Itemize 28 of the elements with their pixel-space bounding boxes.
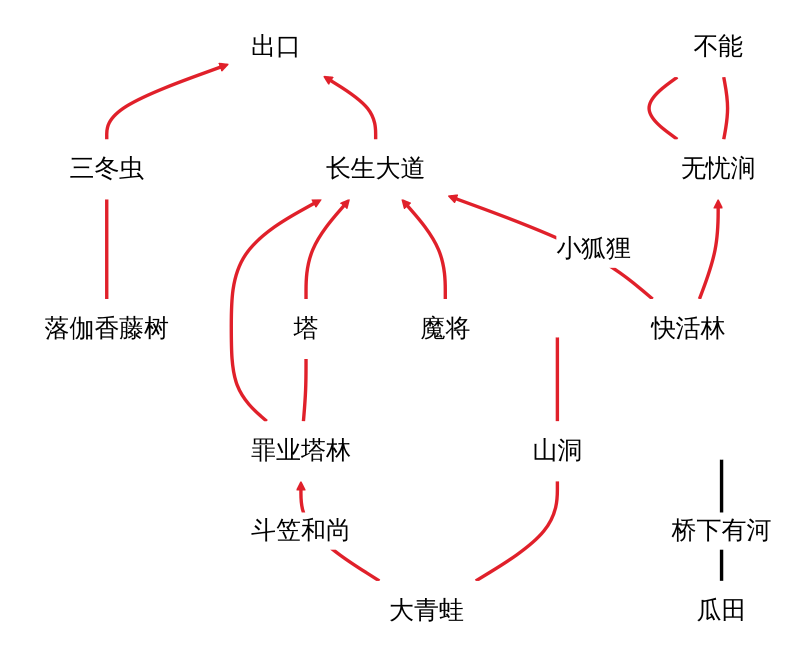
node-text: 长生大道 xyxy=(326,155,426,184)
connector xyxy=(722,76,730,140)
connector xyxy=(556,336,560,422)
node-text: 大青蛙 xyxy=(389,596,464,626)
connector xyxy=(105,199,108,299)
node-text: 落伽香藤树 xyxy=(44,314,170,344)
edge-label: 斗笠和尚 xyxy=(251,516,351,546)
arrow xyxy=(304,198,350,299)
node-text: 塔 xyxy=(294,314,318,344)
node-text: 无忧涧 xyxy=(680,155,756,184)
node-text: 不能 xyxy=(693,32,744,62)
node-text: 魔将 xyxy=(420,314,470,344)
node-text: 瓜田 xyxy=(696,596,746,626)
arrow xyxy=(105,62,229,140)
connector xyxy=(302,359,308,422)
node-text: 出口 xyxy=(251,32,301,62)
connector xyxy=(474,481,560,582)
edge-label: 桥下有河 xyxy=(672,516,772,546)
node-text: 山洞 xyxy=(532,437,582,466)
arrow xyxy=(698,198,724,300)
arrow xyxy=(401,198,447,299)
edge-label: 小狐狸 xyxy=(556,235,631,264)
node-text: 罪业塔林 xyxy=(251,437,351,466)
connector xyxy=(647,76,678,141)
arrow xyxy=(230,198,322,423)
arrow xyxy=(323,76,378,140)
arrow xyxy=(448,194,654,300)
node-text: 三冬虫 xyxy=(69,155,144,184)
